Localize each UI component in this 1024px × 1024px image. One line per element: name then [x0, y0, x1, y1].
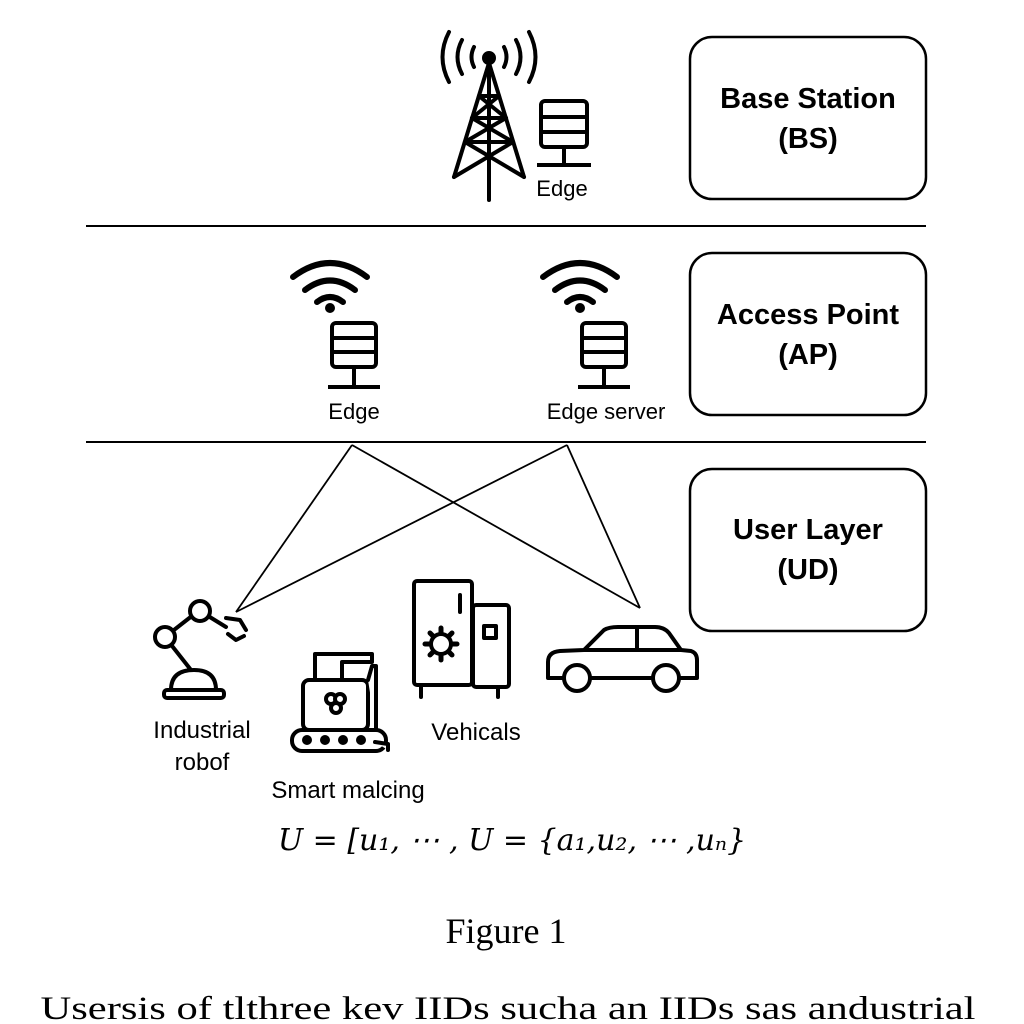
bs-box-abbr: (BS) — [778, 123, 838, 155]
layer-box-base-station: Base Station (BS) — [688, 35, 928, 201]
wifi-icon-right — [540, 260, 620, 313]
bs-box-title: Base Station — [720, 83, 896, 115]
ap-edge-server-label: Edge server — [547, 399, 666, 424]
ud-box-title: User Layer — [733, 514, 883, 546]
smart-machine-icon — [290, 652, 390, 753]
figure-title: Figure 1 — [446, 911, 567, 951]
layer-box-user-layer: User Layer (UD) — [688, 467, 928, 633]
industrial-robot-icon — [153, 599, 248, 700]
vehicles-label: Vehicals — [431, 719, 520, 746]
figure-caption: Usersis of tlthree kev IIDs sucha an IID… — [41, 991, 976, 1024]
bs-edge-label: Edge — [536, 176, 587, 201]
connection-lines — [235, 444, 641, 613]
layer-box-access-point: Access Point (AP) — [688, 251, 928, 417]
user-set-formula: U = [u₁, ⋯ , U = {a₁,u₂, ⋯ ,uₙ} — [278, 823, 746, 858]
base-station-tower-icon — [440, 30, 538, 202]
edge-server-icon-ap-right — [578, 321, 630, 389]
factory-machine-icon — [412, 579, 511, 699]
edge-server-icon-ap-left — [328, 321, 380, 389]
ap-box-title: Access Point — [717, 299, 899, 331]
car-icon — [546, 625, 699, 693]
ud-box-abbr: (UD) — [777, 554, 838, 586]
robot-label-line1: Industrial — [153, 717, 250, 744]
wifi-icon-left — [290, 260, 370, 313]
edge-server-icon-bs — [537, 99, 591, 167]
robot-label-line2: robof — [175, 749, 230, 776]
ap-edge-label: Edge — [328, 399, 379, 424]
ap-box-abbr: (AP) — [778, 339, 838, 371]
smart-machine-label: Smart malcing — [271, 777, 424, 804]
